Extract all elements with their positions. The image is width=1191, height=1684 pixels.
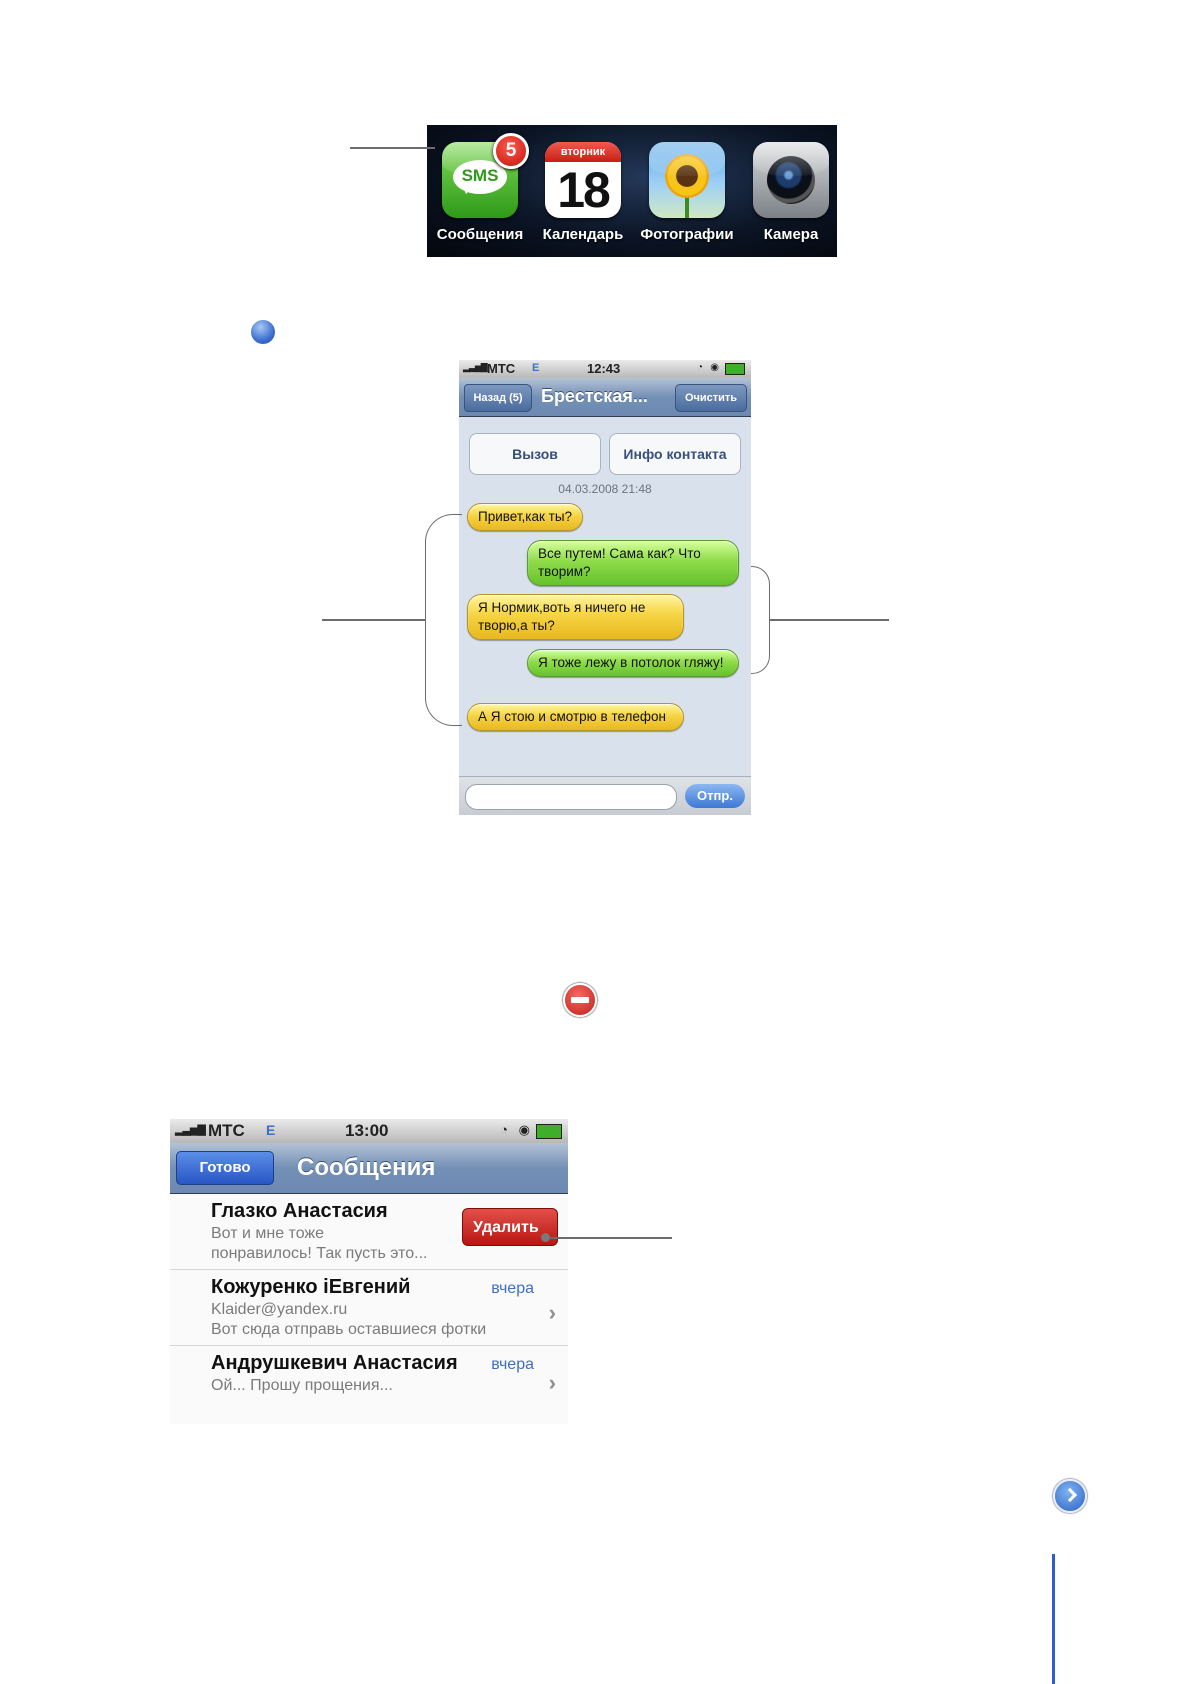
- back-button[interactable]: Назад (5): [464, 384, 532, 412]
- status-bar: ▂▃▅▇ МТС E 12:43 ◔ ◉: [459, 360, 751, 378]
- nav-bar: Назад (5) Брестская... Очистить: [459, 378, 751, 417]
- app-label: Календарь: [542, 226, 624, 243]
- messages-list-screen: ▂▃▅▇ МТС E 13:00 ◔ ◉ Готово Сообщения Гл…: [170, 1119, 568, 1424]
- incoming-message[interactable]: Я Нормик,воть я ничего не творю,а ты?: [467, 594, 684, 640]
- chevron-right-icon: ›: [548, 1300, 556, 1325]
- lock-rotation-icon: ◉: [518, 1122, 530, 1137]
- message-date: вчера: [491, 1356, 534, 1373]
- calendar-icon[interactable]: вторник 18: [545, 142, 621, 218]
- camera-icon[interactable]: [753, 142, 829, 218]
- compose-bar: Отпр.: [459, 776, 751, 815]
- carrier-name: МТС: [487, 361, 516, 376]
- home-screen-dock: SMS 5 Сообщения вторник 18 Календарь Фот…: [427, 125, 837, 257]
- callout-line: [322, 619, 426, 621]
- signal-icon: ▂▃▅▇: [175, 1124, 206, 1136]
- outgoing-bracket: [751, 566, 770, 674]
- message-preview: Klaider@yandex.ru: [211, 1301, 348, 1318]
- incoming-message[interactable]: А Я стою и смотрю в телефон: [467, 703, 684, 731]
- clock: 12:43: [587, 361, 621, 376]
- send-button[interactable]: Отпр.: [685, 784, 745, 808]
- callout-line: [549, 1237, 672, 1239]
- contact-info-button[interactable]: Инфо контакта: [609, 433, 741, 475]
- list-item[interactable]: Кожуренко iЕвгений вчера Klaider@yandex.…: [170, 1270, 568, 1346]
- app-label: Камера: [763, 226, 819, 243]
- message-timestamp: 04.03.2008 21:48: [558, 482, 652, 496]
- calendar-weekday: вторник: [545, 142, 621, 162]
- app-label: Сообщения: [436, 226, 524, 243]
- nav-bar: Готово Сообщения: [170, 1143, 568, 1194]
- unread-badge: 5: [493, 133, 529, 169]
- sms-thread-screen: ▂▃▅▇ МТС E 12:43 ◔ ◉ Назад (5) Брестская…: [459, 360, 751, 815]
- battery-icon: [725, 363, 745, 375]
- edge-icon: E: [266, 1122, 276, 1138]
- battery-icon: [536, 1124, 562, 1139]
- list-item[interactable]: Андрушкевич Анастасия вчера Ой... Прошу …: [170, 1346, 568, 1421]
- sunflower-photos-icon[interactable]: [649, 142, 725, 218]
- app-photos[interactable]: Фотографии: [639, 142, 735, 243]
- message-preview: Вот сюда отправь оставшиеся фотки: [211, 1321, 487, 1338]
- list-item[interactable]: Глазко Анастасия Вот и мне тоже понравил…: [170, 1194, 568, 1270]
- clock: 13:00: [345, 1121, 389, 1140]
- clear-button[interactable]: Очистить: [675, 384, 747, 412]
- sms-icon-text: SMS: [461, 166, 499, 185]
- wifi-icon: ◔: [696, 362, 703, 373]
- message-preview: понравилось! Так пусть это...: [211, 1245, 428, 1262]
- blue-bullet-icon: [251, 320, 275, 344]
- contact-name: Глазко Анастасия: [211, 1200, 388, 1222]
- message-date: вчера: [491, 1280, 534, 1297]
- done-button[interactable]: Готово: [176, 1151, 274, 1185]
- contact-name: Андрушкевич Анастасия: [211, 1352, 458, 1374]
- carrier-name: МТС: [208, 1121, 245, 1140]
- conversation-title: Брестская...: [541, 386, 648, 406]
- incoming-bracket: [425, 514, 462, 726]
- app-label: Фотографии: [640, 226, 734, 243]
- contact-name: Кожуренко iЕвгений: [211, 1276, 411, 1298]
- app-camera[interactable]: Камера: [743, 142, 839, 243]
- callout-dot: [541, 1233, 550, 1242]
- callout-line: [350, 147, 435, 149]
- next-page-arrow-icon[interactable]: [1053, 1479, 1087, 1513]
- lock-rotation-icon: ◉: [710, 362, 719, 373]
- message-input[interactable]: [465, 784, 677, 810]
- wifi-icon: ◔: [500, 1122, 508, 1137]
- message-preview: Вот и мне тоже: [211, 1225, 325, 1242]
- callout-line: [769, 619, 889, 621]
- edge-icon: E: [532, 362, 540, 374]
- message-preview: Ой... Прошу прощения...: [211, 1377, 393, 1394]
- outgoing-message[interactable]: Я тоже лежу в потолок гляжу!: [527, 649, 739, 677]
- status-bar: ▂▃▅▇ МТС E 13:00 ◔ ◉: [170, 1119, 568, 1143]
- chevron-right-icon: ›: [548, 1370, 556, 1395]
- outgoing-message[interactable]: Все путем! Сама как? Что творим?: [527, 540, 739, 586]
- app-calendar[interactable]: вторник 18 Календарь: [535, 142, 631, 243]
- delete-minus-icon: [563, 983, 597, 1017]
- signal-icon: ▂▃▅▇: [463, 362, 488, 372]
- app-messages[interactable]: SMS 5 Сообщения: [432, 133, 529, 243]
- calendar-day: 18: [557, 162, 611, 218]
- incoming-message[interactable]: Привет,как ты?: [467, 503, 584, 531]
- page-title: Сообщения: [297, 1154, 436, 1181]
- page-margin-rule: [1052, 1554, 1055, 1684]
- call-button[interactable]: Вызов: [469, 433, 601, 475]
